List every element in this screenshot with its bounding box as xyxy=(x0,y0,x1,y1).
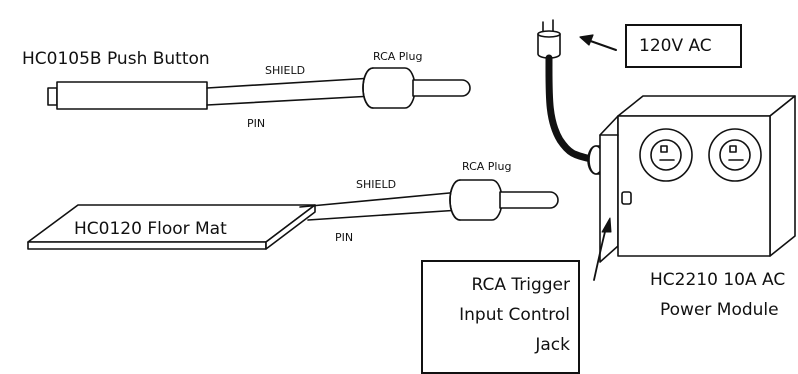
floor-mat-shield-label: SHIELD xyxy=(356,178,397,191)
power-source-label: 120V AC xyxy=(639,36,712,56)
jack-callout-line-1: RCA Trigger xyxy=(471,275,571,295)
push-button-title: HC0105B Push Button xyxy=(22,49,210,69)
floor-mat-cable xyxy=(299,191,461,221)
outlet-left xyxy=(639,128,693,182)
push-button-rca-plug xyxy=(362,67,471,109)
power-source-box: 120V AC xyxy=(625,24,742,68)
push-button-device xyxy=(47,81,208,110)
push-button-plug-label: RCA Plug xyxy=(373,50,423,63)
rca-jack xyxy=(621,191,632,205)
push-button-cable xyxy=(206,77,374,106)
power-source-arrow xyxy=(579,34,617,51)
push-button-pin-label: PIN xyxy=(247,117,266,130)
power-module-label-line-2: Power Module xyxy=(660,300,779,320)
floor-mat-pin-label: PIN xyxy=(335,231,354,244)
outlet-right xyxy=(708,128,762,182)
push-button-tip xyxy=(47,87,58,106)
power-cord xyxy=(545,54,599,164)
floor-mat-plug-label: RCA Plug xyxy=(462,160,512,173)
floor-mat-title: HC0120 Floor Mat xyxy=(74,219,227,239)
power-module-box xyxy=(599,95,796,263)
jack-arrow xyxy=(593,217,612,281)
floor-mat-rca-plug xyxy=(449,179,559,221)
wall-plug xyxy=(537,19,561,59)
push-button-body xyxy=(56,81,208,110)
jack-callout-line-2: Input Control xyxy=(459,305,570,325)
power-module-label-line-1: HC2210 10A AC xyxy=(650,270,786,290)
push-button-shield-label: SHIELD xyxy=(265,64,306,77)
jack-callout-box: RCA Trigger Input Control Jack xyxy=(421,260,580,374)
jack-callout-line-3: Jack xyxy=(535,335,570,355)
